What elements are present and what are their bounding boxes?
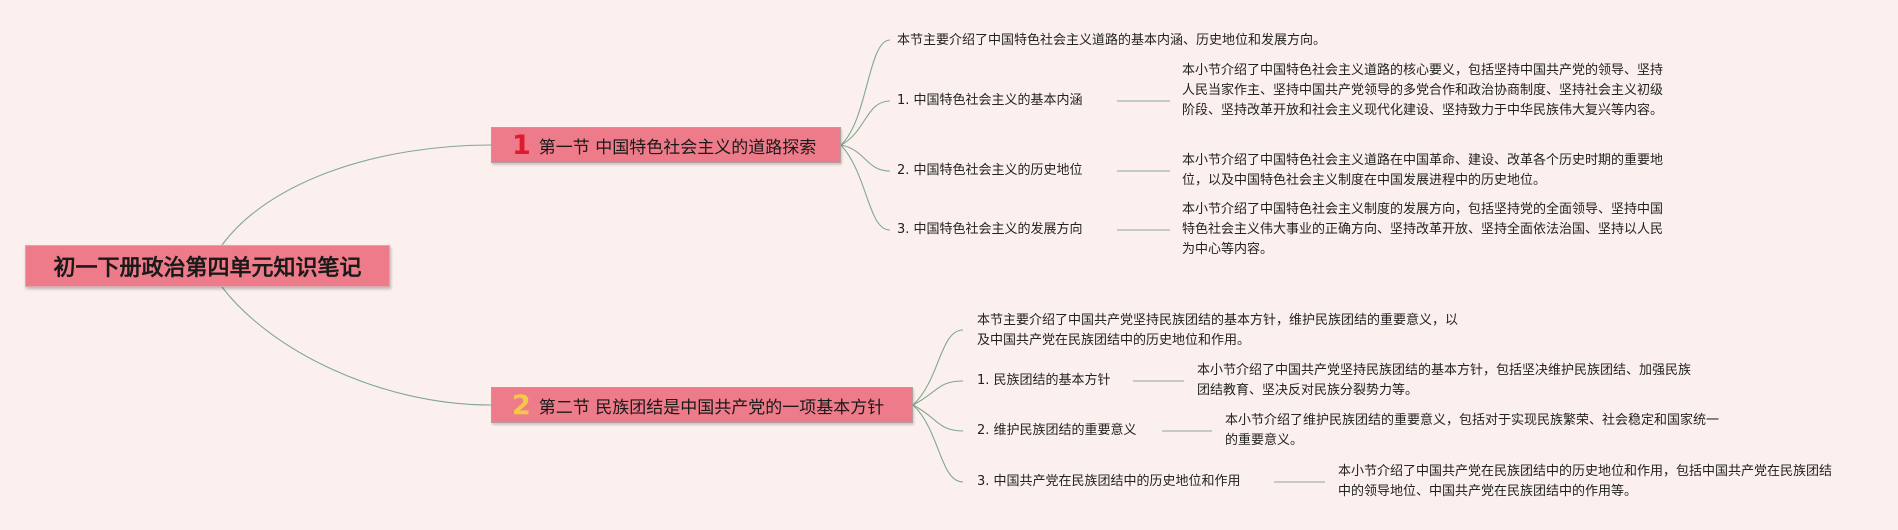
- link-root-sec2: [221, 286, 492, 406]
- topic-node-2-1[interactable]: 1. 民族团结的基本方针: [977, 373, 1111, 388]
- topic-desc-1-3: 本小节介绍了中国特色社会主义制度的发展方向，包括坚持党的全面领导、坚持中国特色社…: [1182, 202, 1664, 257]
- link-sec2-topic1: [912, 380, 964, 406]
- link-sec1-topic1: [840, 100, 891, 146]
- link-sec2-topic2: [912, 404, 964, 432]
- topic-desc-1-2: 本小节介绍了中国特色社会主义道路在中国革命、建设、改革各个历史时期的重要地位，以…: [1182, 153, 1664, 188]
- link-sec1-summary: [840, 39, 891, 146]
- topic-node-1-3[interactable]: 3. 中国特色社会主义的发展方向: [897, 222, 1083, 237]
- section-2-summary: 本节主要介绍了中国共产党坚持民族团结的基本方针，维护民族团结的重要意义，以及中国…: [977, 313, 1459, 348]
- topic-node-2-2[interactable]: 2. 维护民族团结的重要意义: [977, 423, 1137, 438]
- section-number-badge: 2: [512, 389, 531, 421]
- topic-node-1-2[interactable]: 2. 中国特色社会主义的历史地位: [897, 163, 1083, 178]
- section-node-2[interactable]: 2 第二节 民族团结是中国共产党的一项基本方针: [491, 387, 913, 423]
- link-sec1-topic3: [840, 144, 891, 231]
- topic-desc-2-1: 本小节介绍了中国共产党坚持民族团结的基本方针，包括坚决维护民族团结、加强民族团结…: [1197, 363, 1692, 398]
- section-1-summary: 本节主要介绍了中国特色社会主义道路的基本内涵、历史地位和发展方向。: [897, 33, 1327, 48]
- root-node[interactable]: 初一下册政治第四单元知识笔记: [25, 245, 390, 287]
- topic-desc-1-1: 本小节介绍了中国特色社会主义道路的核心要义，包括坚持中国共产党的领导、坚持人民当…: [1182, 63, 1664, 118]
- section-node-1[interactable]: 1 第一节 中国特色社会主义的道路探索: [491, 127, 841, 163]
- topic-desc-2-2: 本小节介绍了维护民族团结的重要意义，包括对于实现民族繁荣、社会稳定和国家统一的重…: [1225, 413, 1720, 448]
- topic-node-2-3[interactable]: 3. 中国共产党在民族团结中的历史地位和作用: [977, 474, 1241, 489]
- link-root-sec1: [221, 144, 492, 246]
- link-sec2-summary: [912, 329, 964, 406]
- link-sec1-topic2: [840, 144, 891, 172]
- topic-node-1-1[interactable]: 1. 中国特色社会主义的基本内涵: [897, 93, 1083, 108]
- section-title: 第一节 中国特色社会主义的道路探索: [538, 137, 817, 158]
- link-sec2-topic3: [912, 404, 964, 483]
- root-title: 初一下册政治第四单元知识笔记: [53, 256, 362, 281]
- section-title: 第二节 民族团结是中国共产党的一项基本方针: [538, 397, 885, 418]
- topic-desc-2-3: 本小节介绍了中国共产党在民族团结中的历史地位和作用，包括中国共产党在民族团结中的…: [1338, 464, 1833, 499]
- section-number-badge: 1: [512, 129, 531, 161]
